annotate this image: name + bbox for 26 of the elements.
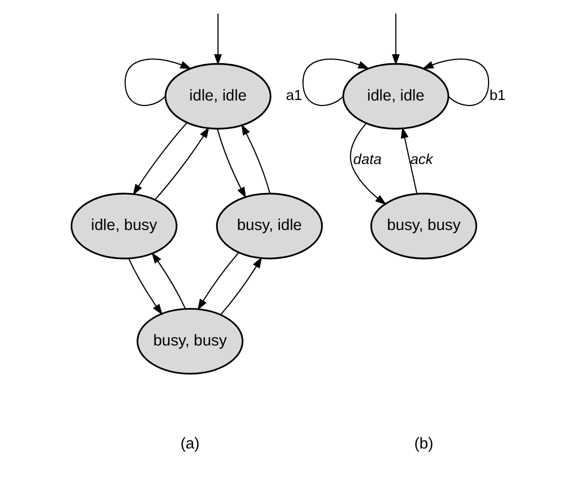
- edge-label: a1: [285, 88, 302, 104]
- label: (a): [180, 435, 200, 452]
- arrow: [214, 14, 222, 66]
- arrow: [422, 58, 489, 106]
- edge-label: ack: [410, 152, 432, 168]
- node-ellipse: busy, idle: [216, 192, 322, 260]
- arrow: [391, 14, 400, 66]
- arrow: [151, 252, 186, 309]
- arrow: [400, 126, 417, 194]
- arrow: [220, 256, 262, 316]
- node-ellipse: idle, idle: [342, 63, 449, 130]
- node-ellipse: idle, busy: [70, 192, 177, 260]
- node-ellipse: idle, idle: [164, 63, 271, 130]
- edge-label: b1: [489, 88, 506, 104]
- label: (b): [414, 435, 433, 452]
- arrow: [128, 258, 162, 316]
- arrow: [154, 126, 209, 200]
- node-ellipse: busy, busy: [136, 308, 243, 374]
- arrow: [124, 58, 192, 106]
- arrow: [216, 128, 246, 198]
- edge-label: data: [352, 152, 382, 168]
- arrow: [240, 124, 270, 194]
- arrow: [132, 122, 188, 196]
- arrow: [302, 58, 369, 106]
- arrow: [196, 252, 239, 310]
- arrow: [350, 122, 386, 205]
